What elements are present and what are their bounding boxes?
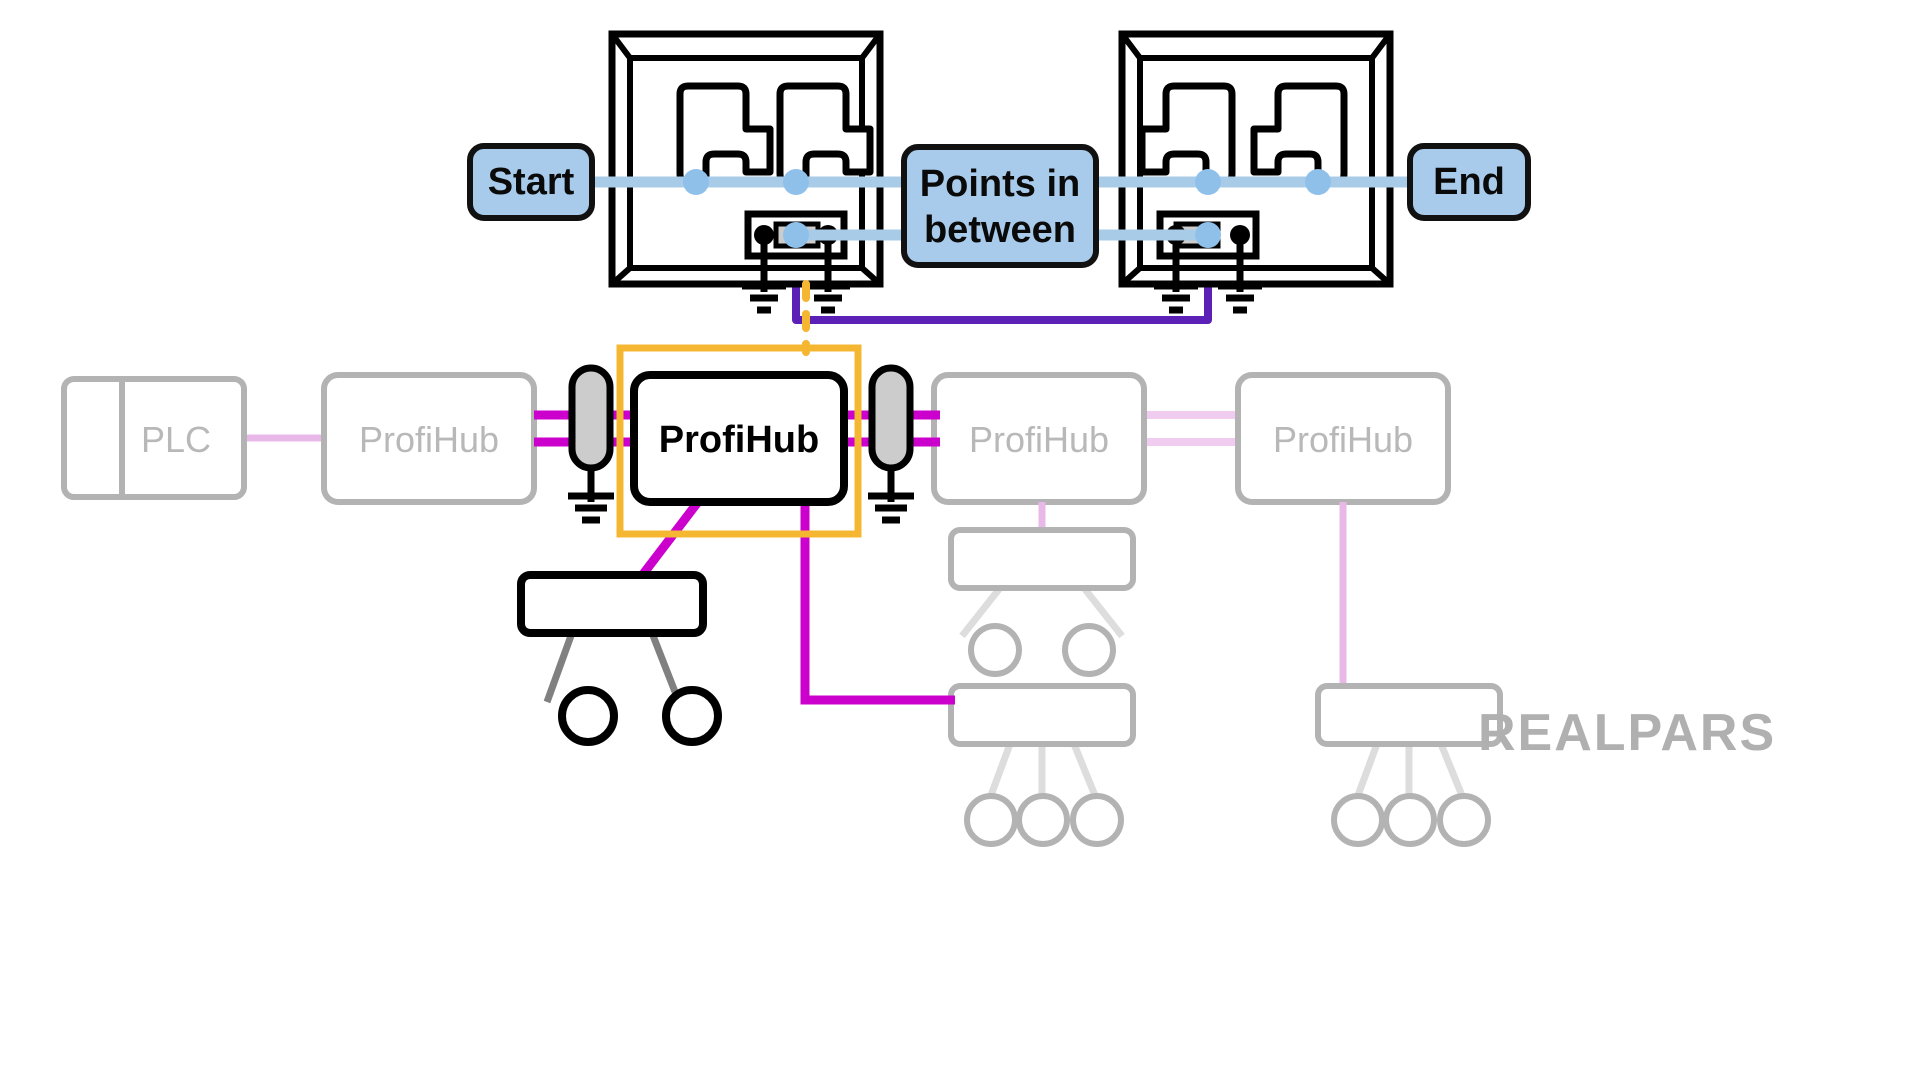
ground-symbol-left-2 [806,282,850,314]
profihub-4-label: ProfiHub [1273,419,1413,460]
profibus-connector-right-1 [1138,82,1236,186]
callout-start[interactable]: Start [467,143,595,221]
profibus-connector-right-2 [1250,82,1348,186]
device-group-c [948,683,1136,847]
profihub-2-label: ProfiHub [659,419,819,461]
faded-cable-hub3-hub4 [1144,411,1238,446]
ground-symbol-left-1 [742,282,786,314]
profihub-3-label: ProfiHub [969,419,1109,460]
shield-node-2 [783,169,809,195]
callout-points-in-between[interactable]: Points in between [901,144,1099,268]
device-group-a [517,571,722,746]
bus-terminator-right [868,364,914,524]
callout-end-label: End [1433,161,1505,203]
shield-node-1 [683,169,709,195]
callout-start-label: Start [488,161,575,203]
device-group-b [948,527,1136,677]
profibus-connector-left-1 [676,82,774,186]
profihub-2-highlighted[interactable]: ProfiHub [630,371,848,506]
magenta-drop-groupa [633,499,702,585]
callout-end[interactable]: End [1407,143,1531,221]
magenta-drop-groupc [800,502,955,705]
ground-symbol-right-1 [1154,282,1198,314]
highlight-box-profihub [616,344,862,538]
profihub-3: ProfiHub [931,372,1147,505]
bus-terminator-left [568,364,614,524]
plc-label: PLC [141,419,211,460]
profihub-1: ProfiHub [321,372,537,505]
callout-points-line2: between [924,209,1076,251]
shield-node-tb-left [783,222,809,248]
shield-node-3 [1195,169,1221,195]
device-group-d [1315,683,1503,847]
profibus-connector-left-2 [776,82,874,186]
plc-device: PLC [61,376,247,500]
ground-symbol-right-2 [1218,282,1262,314]
callout-points-line1: Points in [920,163,1080,205]
realpars-watermark: REALPARS [1478,704,1776,762]
profihub-1-label: ProfiHub [359,419,499,460]
shield-node-tb-right [1195,222,1221,248]
shield-node-4 [1305,169,1331,195]
